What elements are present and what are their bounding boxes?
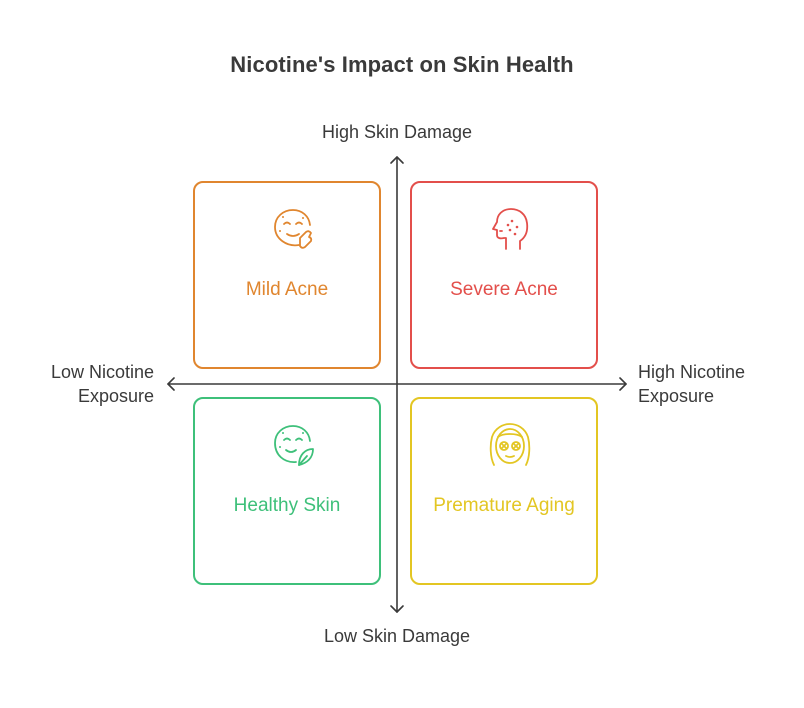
face-acne-icon [274,209,313,249]
x-axis-high-label-line2: Exposure [638,386,715,406]
quadrant-healthy-skin: Healthy Skin [193,397,381,585]
x-axis-high-label: High Nicotine Exposure [638,360,745,408]
face-profile-acne-icon [492,208,529,250]
x-axis-low-label-line2: Exposure [77,386,154,406]
quadrant-mild-acne: Mild Acne [193,181,381,369]
left-arrow-head [167,377,175,391]
right-arrow-head [619,377,627,391]
face-mask-icon [489,423,531,466]
quadrant-severe-acne: Severe Acne [410,181,598,369]
quadrant-label: Healthy Skin [233,495,341,516]
x-axis-high-label-line1: High Nicotine [638,362,746,382]
down-arrow-head [390,605,404,613]
y-axis-high-label: High Skin Damage [321,122,473,142]
quadrant-label: Mild Acne [245,279,329,300]
x-axis-low-label: Low Nicotine Exposure [51,360,154,408]
y-axis-low-label: Low Skin Damage [323,626,471,646]
quadrant-premature-aging: Premature Aging [410,397,598,585]
quadrant-label: Premature Aging [433,495,575,516]
quadrant-label: Severe Acne [450,279,558,300]
x-axis-low-label-line1: Low Nicotine [50,362,154,382]
diagram-title: Nicotine's Impact on Skin Health [230,52,574,77]
up-arrow-head [390,156,404,164]
face-leaf-icon [274,425,314,466]
